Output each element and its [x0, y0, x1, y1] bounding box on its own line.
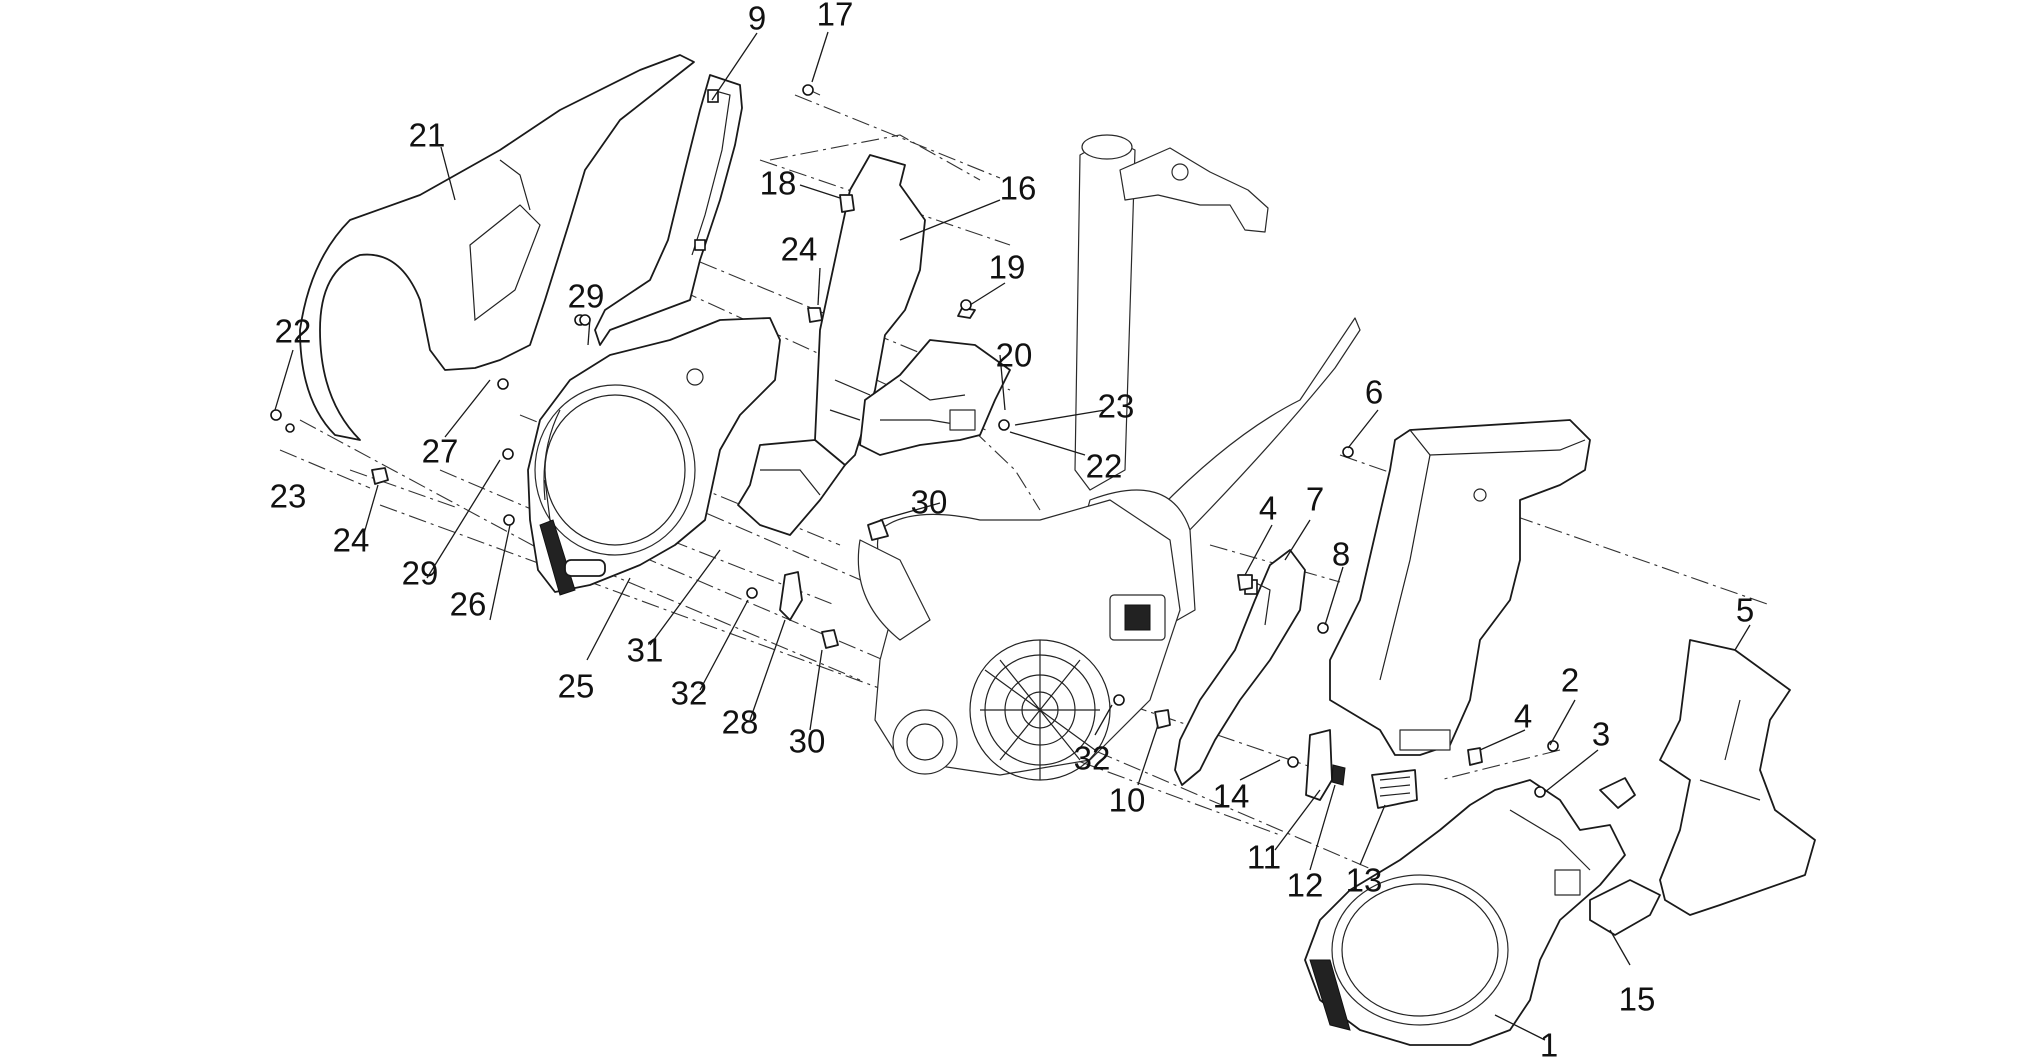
part-1-outer-guard [1304, 777, 1636, 1046]
part-15-pad [1589, 879, 1661, 936]
callout-2: 2 [1560, 661, 1580, 699]
callout-3: 3 [1591, 715, 1611, 753]
callout-32-right: 32 [1073, 739, 1111, 777]
callout-18: 18 [759, 164, 797, 202]
callout-5: 5 [1735, 591, 1755, 629]
callout-26: 26 [449, 585, 487, 623]
part-9-stay-cover [594, 74, 743, 346]
part-20-controller [859, 339, 1011, 456]
callout-30-lower: 30 [788, 722, 826, 760]
small-fasteners [270, 84, 1559, 809]
callout-21: 21 [408, 116, 446, 154]
callout-30-upper: 30 [910, 483, 948, 521]
callout-23-left: 23 [269, 477, 307, 515]
bike-frame [857, 134, 1361, 781]
callout-6: 6 [1364, 373, 1384, 411]
callout-10: 10 [1108, 781, 1146, 819]
part-6-battery-housing [1329, 419, 1591, 756]
callout-9: 9 [747, 0, 767, 37]
part-31-small-cover [737, 439, 846, 536]
callout-4-lower: 4 [1513, 697, 1533, 735]
callout-23-right: 23 [1097, 387, 1135, 425]
callout-11: 11 [1246, 838, 1282, 876]
callout-29-lower: 29 [401, 554, 439, 592]
callout-29-upper: 29 [567, 277, 605, 315]
callout-24-upper: 24 [780, 230, 818, 268]
callout-16: 16 [999, 169, 1037, 207]
part-5-rear-fairing [1659, 639, 1816, 916]
callout-12: 12 [1286, 866, 1324, 904]
callout-17: 17 [816, 0, 854, 33]
part-25-inner-guard [527, 317, 781, 596]
callout-15: 15 [1618, 980, 1656, 1018]
callout-22-right: 22 [1085, 447, 1123, 485]
callout-19: 19 [988, 248, 1026, 286]
part-16-battery-bracket [814, 154, 926, 471]
callout-27: 27 [421, 432, 459, 470]
callout-24-lower: 24 [332, 521, 370, 559]
leader-lines [274, 31, 1751, 1041]
callout-31: 31 [626, 631, 664, 669]
callout-7: 7 [1305, 480, 1325, 518]
callout-8: 8 [1331, 535, 1351, 573]
callout-4-upper: 4 [1258, 489, 1278, 527]
callout-25: 25 [557, 667, 595, 705]
callout-32-left: 32 [670, 674, 708, 712]
callout-1: 1 [1539, 1026, 1559, 1058]
callout-20: 20 [995, 336, 1033, 374]
callout-22-left: 22 [274, 312, 312, 350]
callout-28: 28 [721, 703, 759, 741]
callout-13: 13 [1345, 861, 1383, 899]
part-21-chain-cover [299, 54, 695, 441]
callout-14: 14 [1212, 777, 1250, 815]
